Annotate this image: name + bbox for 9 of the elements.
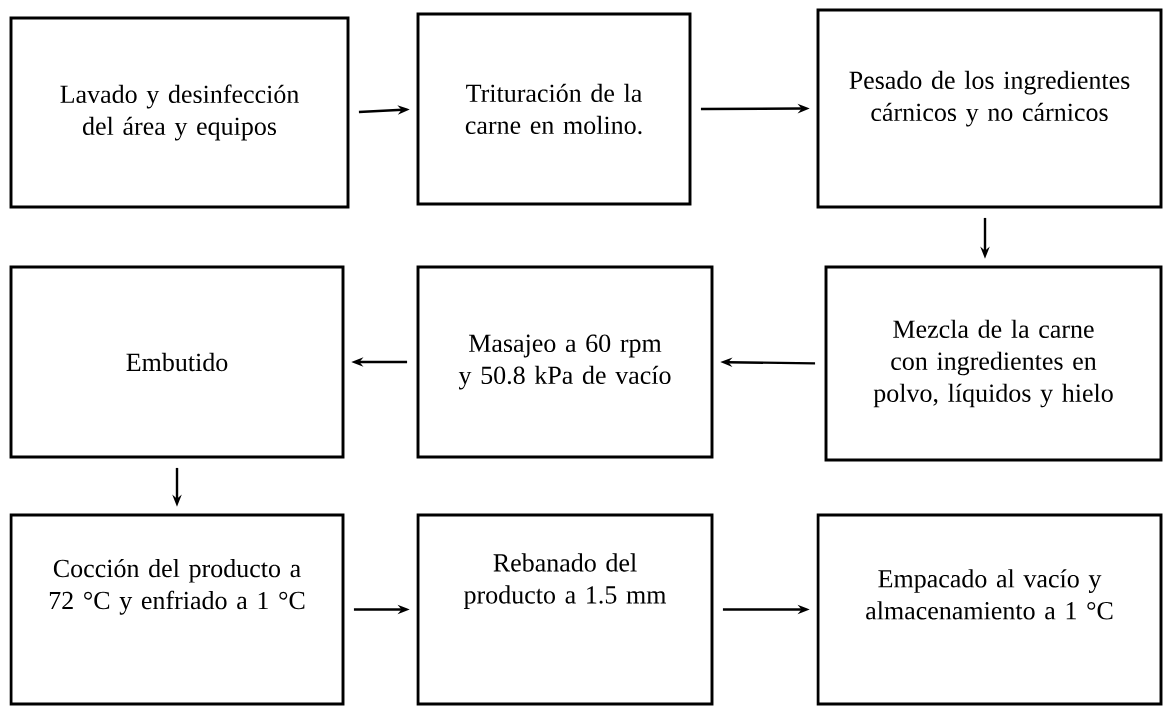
process-box: Masajeo a 60 rpm y 50.8 kPa de vacío xyxy=(416,265,714,459)
process-box: Rebanado del producto a 1.5 mm xyxy=(416,513,714,706)
process-box: Cocción del producto a 72 °C y enfriado a 1 °C xyxy=(9,513,345,706)
process-box: Mezcla de la carne con ingredientes en polvo, líquidos y hielo xyxy=(824,265,1163,462)
process-box: Trituración de la carne en molino. xyxy=(416,12,692,206)
process-box: Pesado de los ingredientes cárnicos y no cárnicos xyxy=(816,8,1163,209)
process-box: Empacado al vacío y almacenamiento a 1 °C xyxy=(816,513,1163,706)
process-box: Embutido xyxy=(9,265,345,459)
process-box: Lavado y desinfección del área y equipos xyxy=(9,16,350,209)
